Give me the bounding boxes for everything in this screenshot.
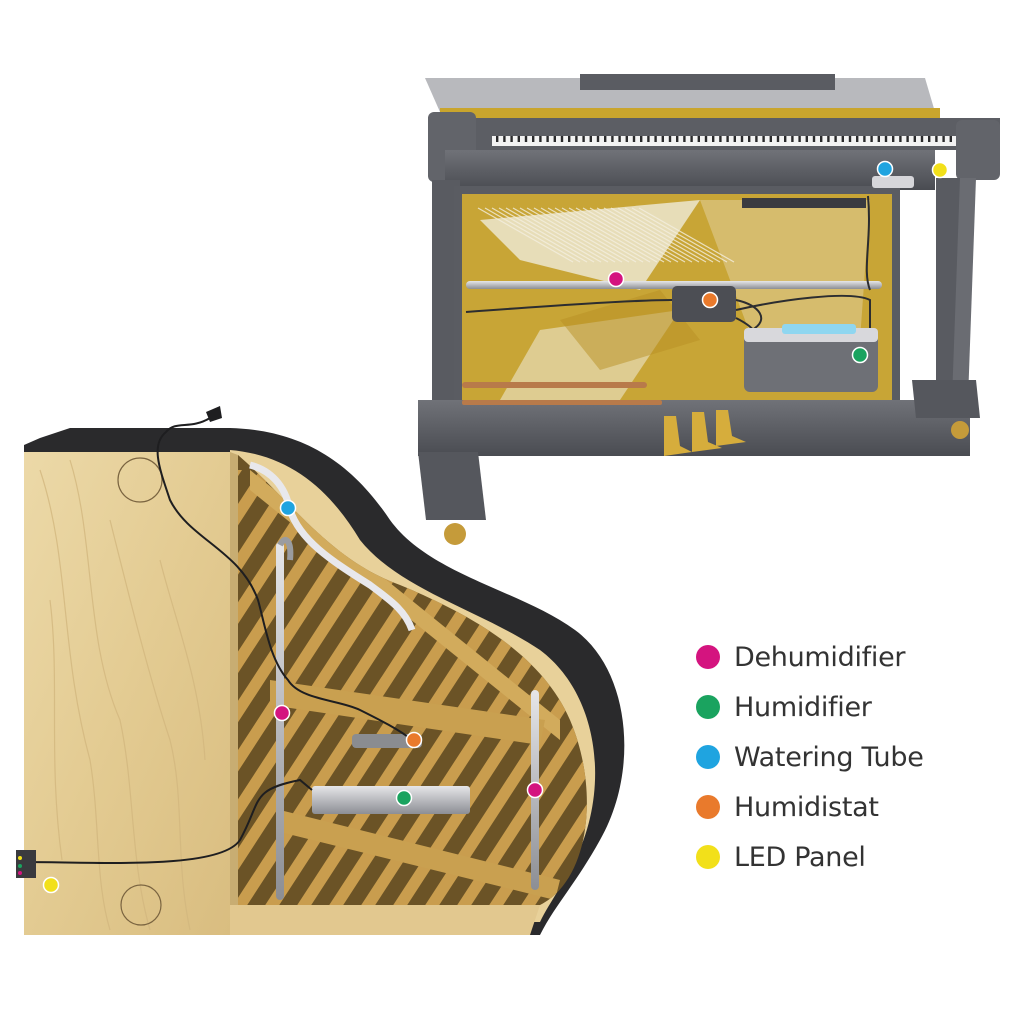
component-markers	[42, 160, 949, 894]
grand-dehumidifier-rod-top	[277, 537, 294, 561]
grand-case-bottom	[230, 905, 540, 935]
upright-led-bracket	[872, 176, 914, 188]
marker-watering-tube-upright	[876, 160, 894, 178]
upright-light-bar	[742, 198, 866, 208]
grand-case-hole-bottom	[120, 884, 162, 926]
legend-dot-dehumidifier	[696, 645, 720, 669]
upright-right-leg-front	[952, 178, 976, 400]
marker-humidistat-grand	[405, 731, 423, 749]
grand-led-light-2	[18, 864, 22, 868]
legend-dot-led-panel	[696, 845, 720, 869]
upright-wiring	[465, 195, 871, 346]
grand-case-hole-top	[117, 457, 163, 503]
legend-item-watering-tube: Watering Tube	[696, 732, 996, 782]
marker-dehumidifier-upright	[607, 270, 625, 288]
music-stand	[580, 74, 835, 90]
legend-dot-humidistat	[696, 795, 720, 819]
upright-right-cheek	[956, 120, 1000, 180]
marker-humidistat-upright	[701, 291, 719, 309]
legend-item-humidistat: Humidistat	[696, 782, 996, 832]
legend: Dehumidifier Humidifier Watering Tube Hu…	[696, 632, 996, 882]
legend-item-humidifier: Humidifier	[696, 682, 996, 732]
grand-led-light-1	[18, 856, 22, 860]
upright-piano	[418, 74, 1000, 545]
legend-label-humidistat: Humidistat	[734, 791, 879, 823]
legend-label-humidifier: Humidifier	[734, 691, 872, 723]
grand-case-edge	[230, 452, 238, 935]
legend-item-dehumidifier: Dehumidifier	[696, 632, 996, 682]
grand-humidifier-tank	[312, 786, 470, 814]
wood-grain	[39, 459, 206, 931]
marker-led-panel-grand	[42, 876, 60, 894]
upright-strings	[477, 207, 735, 263]
upright-toe-block-left	[418, 452, 486, 520]
grand-case-side	[24, 452, 230, 935]
upright-dehumidifier-rod	[466, 281, 882, 289]
grand-power-cord	[23, 417, 413, 864]
upright-pedals	[664, 410, 746, 456]
marker-watering-tube-grand	[279, 499, 297, 517]
legend-label-dehumidifier: Dehumidifier	[734, 641, 906, 673]
legend-dot-watering-tube	[696, 745, 720, 769]
marker-humidifier-upright	[851, 346, 869, 364]
marker-dehumidifier-grand-right	[526, 781, 544, 799]
legend-label-led-panel: LED Panel	[734, 841, 866, 873]
upright-caster-right	[951, 421, 969, 439]
upright-caster-left	[444, 523, 466, 545]
grand-plug	[206, 406, 222, 422]
legend-item-led-panel: LED Panel	[696, 832, 996, 882]
grand-watering-tube	[249, 461, 416, 632]
marker-dehumidifier-grand-left	[273, 704, 291, 722]
grand-led-light-3	[18, 871, 22, 875]
grand-humidistat-unit	[352, 734, 422, 748]
upright-key-slip	[445, 150, 935, 190]
upright-toe-block-right	[912, 380, 980, 418]
upright-wicking-pads	[782, 324, 856, 334]
legend-label-watering-tube: Watering Tube	[734, 741, 924, 773]
upright-action-rods	[462, 382, 662, 405]
marker-led-panel-upright	[931, 161, 949, 179]
marker-humidifier-grand	[395, 789, 413, 807]
upright-humidifier-tank	[744, 334, 878, 392]
legend-dot-humidifier	[696, 695, 720, 719]
